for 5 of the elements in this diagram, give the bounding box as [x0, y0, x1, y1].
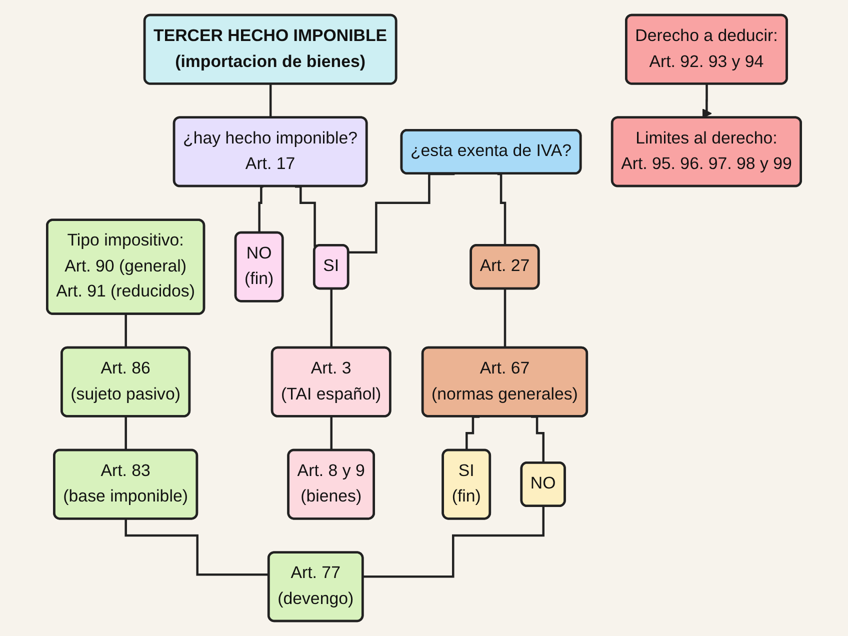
arrow — [702, 83, 712, 118]
connector — [124, 518, 270, 576]
connector — [363, 505, 545, 578]
connector — [258, 186, 264, 234]
connector — [348, 172, 455, 254]
